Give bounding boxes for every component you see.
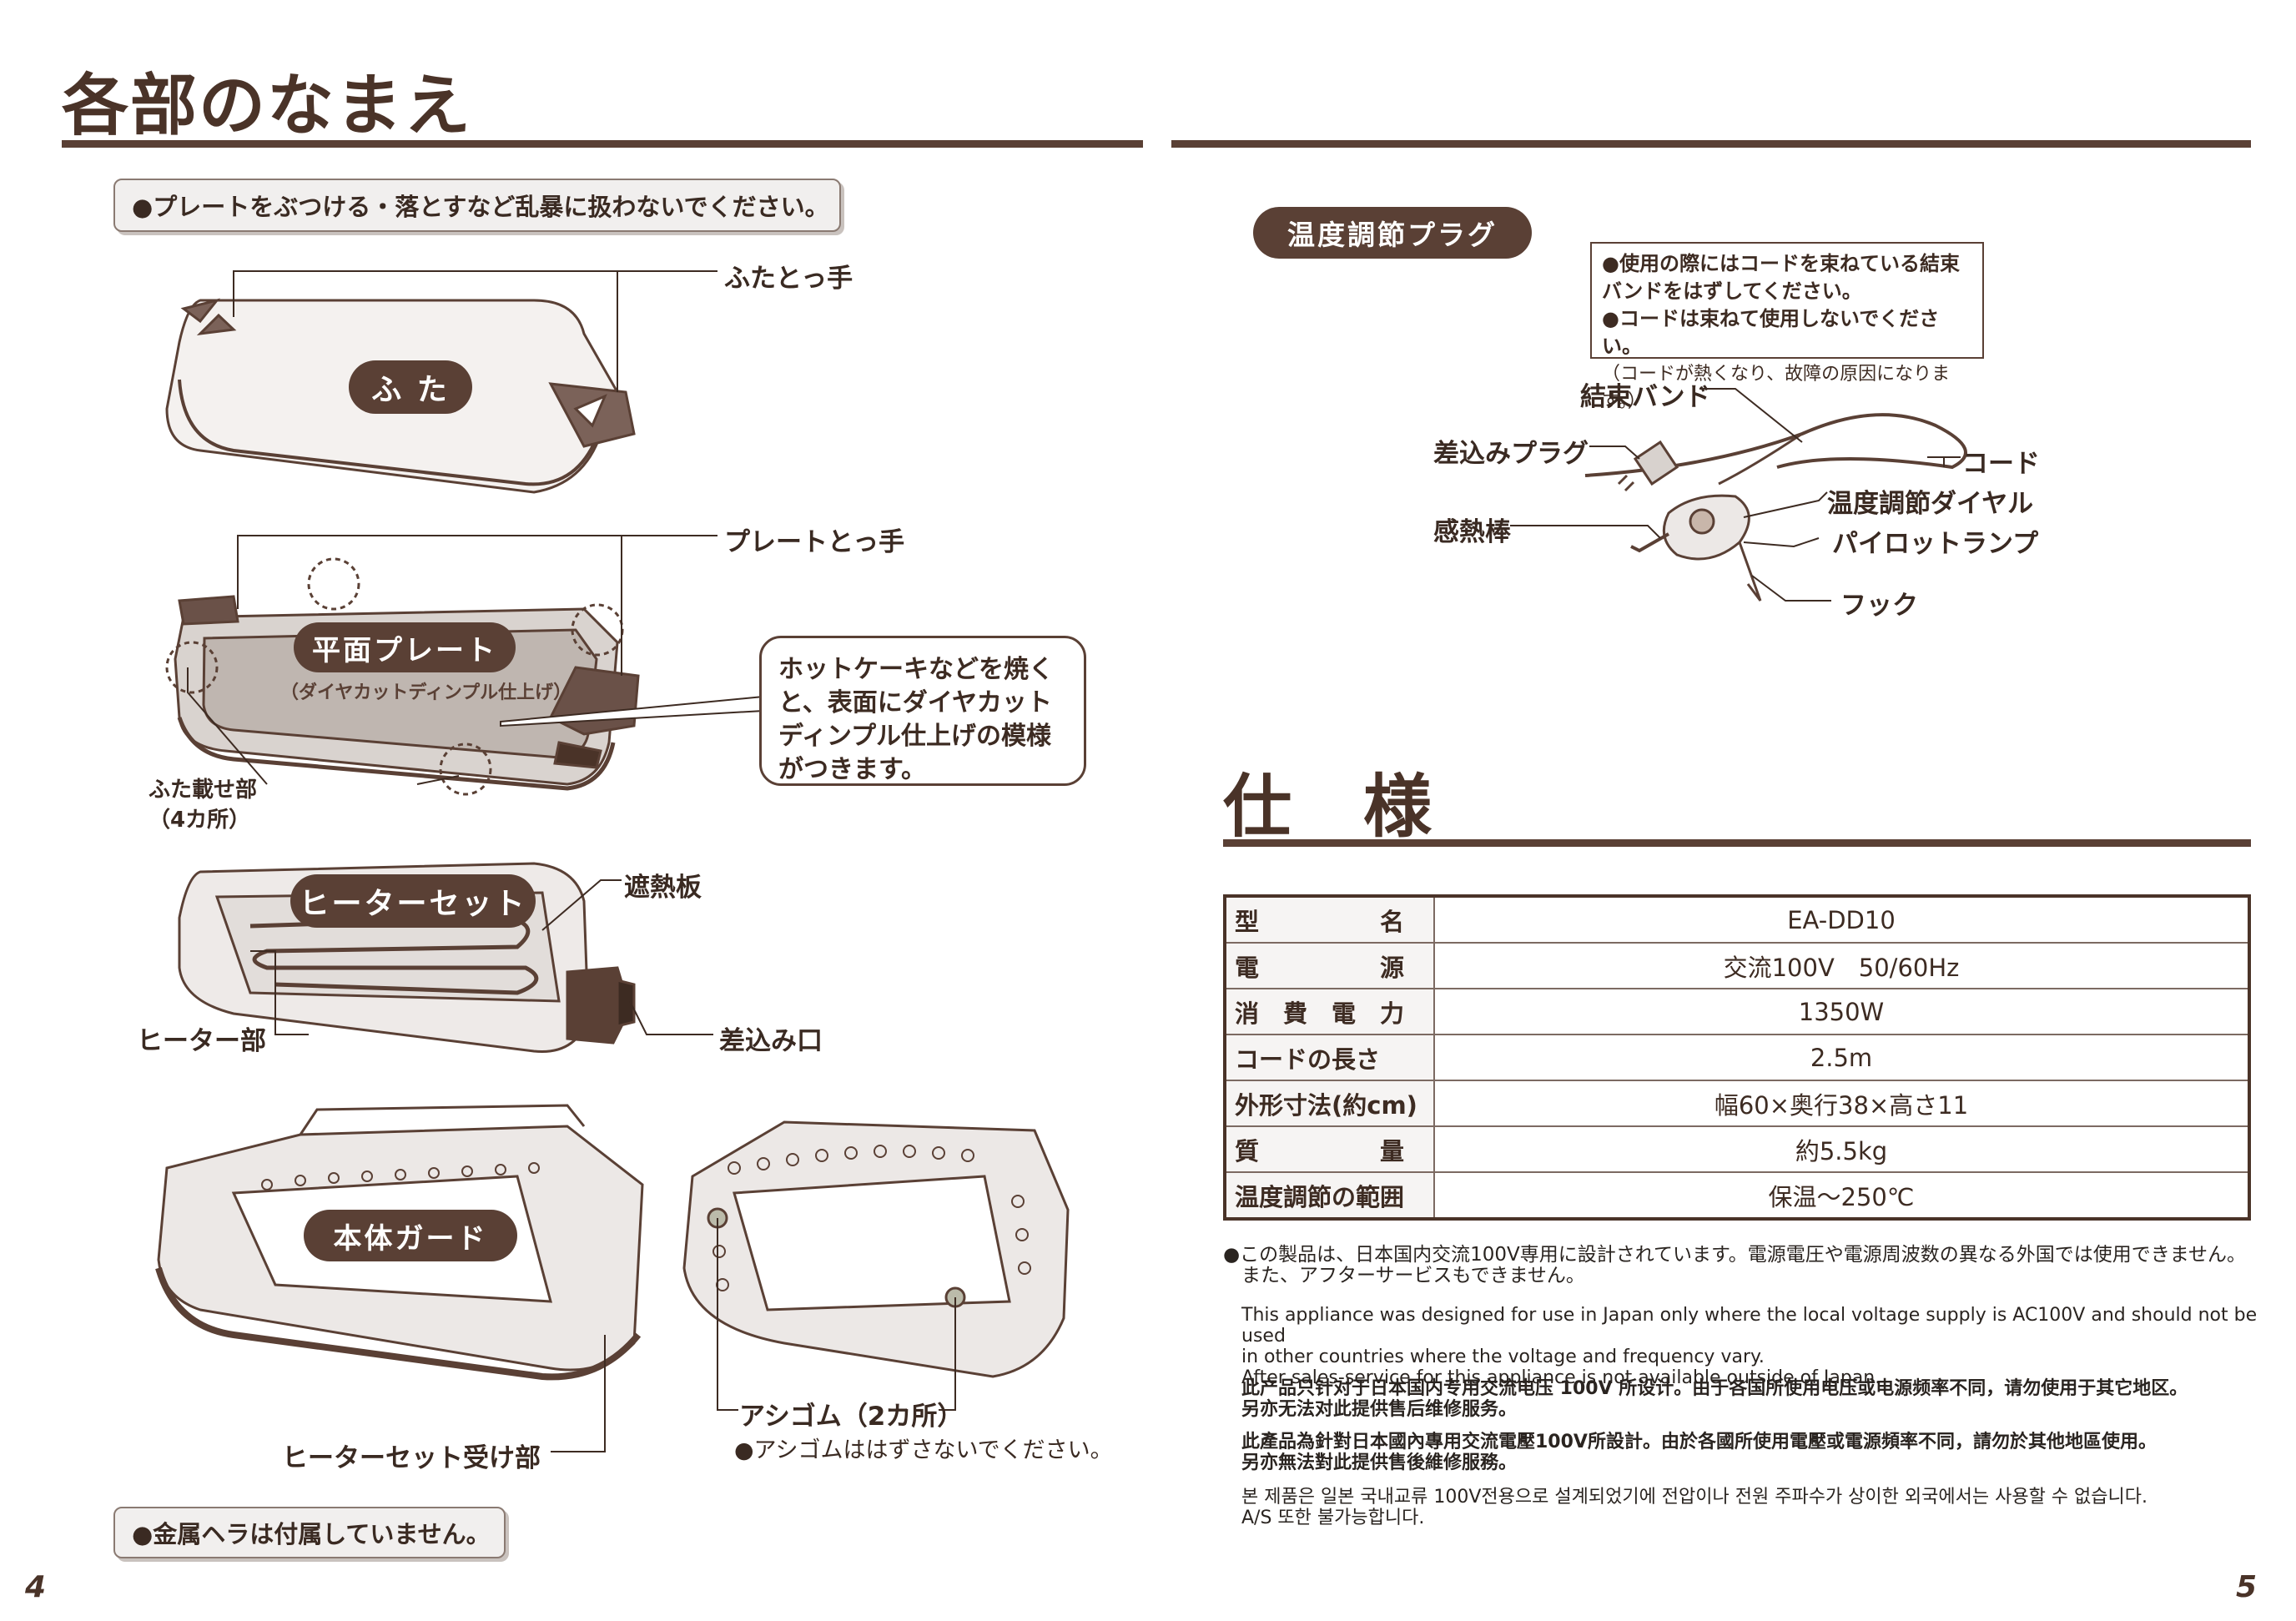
lid-pill: ふ た	[349, 360, 472, 414]
table-row: 外形寸法(約cm)幅60×奥行38×高さ11	[1224, 1080, 2250, 1127]
dial-label: 温度調節ダイヤル	[1827, 489, 2034, 519]
sensor-rod-label: 感熱棒	[1433, 517, 1511, 547]
spec-key: 電 源	[1224, 942, 1435, 989]
heat-shield-label: 遮熱板	[624, 873, 702, 903]
spec-value: EA-DD10	[1433, 895, 2250, 944]
guard-underside-illustration	[682, 1120, 1070, 1378]
spec-key: 消 費 電 力	[1224, 988, 1435, 1035]
ko-line-2: A/S 또한 불가능합니다.	[1241, 1508, 1425, 1528]
zh-s-line-1: 此产品只针对于日本国内专用交流电压 100V 所设计。由于各国所使用电压或电源频…	[1241, 1378, 2188, 1399]
spec-value: 1350W	[1433, 988, 2250, 1035]
dimple-callout: ホットケーキなどを焼くと、表面にダイヤカットディンプル仕上げの模様がつきます。	[759, 636, 1086, 786]
page-number-left: 4	[25, 1570, 47, 1604]
spec-key: コードの長さ	[1224, 1034, 1435, 1081]
spec-value: 保温〜250℃	[1433, 1171, 2250, 1220]
japan-only-note: ●この製品は、日本国内交流100V専用に設計されています。電源電圧や電源周波数の…	[1223, 1245, 2258, 1286]
lid-rest-count: （4カ所）	[149, 808, 251, 833]
cord-label: コード	[1962, 449, 2040, 479]
table-row: 電 源交流100V 50/60Hz	[1224, 942, 2250, 989]
inlet-label: 差込み口	[719, 1026, 823, 1056]
spec-heading-rule	[1223, 839, 2251, 847]
guard-pill: 本体ガード	[304, 1210, 517, 1261]
right-top-rule	[1171, 140, 2251, 148]
pilot-lamp-label: パイロットランプ	[1832, 529, 2039, 559]
table-row: 温度調節の範囲保温〜250℃	[1224, 1171, 2250, 1220]
ko-line-1: 본 제품은 일본 국내교류 100V전용으로 설계되었기에 전압이나 전원 주파…	[1241, 1487, 2147, 1508]
zh-s-line-2: 另亦无法对此提供售后维修服务。	[1241, 1399, 1518, 1420]
korean-note: 본 제품은 일본 국내교류 100V전용으로 설계되었기에 전압이나 전원 주파…	[1241, 1487, 2259, 1528]
spec-key: 温度調節の範囲	[1224, 1171, 1435, 1220]
english-line-2: in other countries where the voltage and…	[1241, 1347, 1765, 1367]
cord-caution-1: ●使用の際にはコードを束ねている結束バンドをはずしてください。	[1602, 252, 1960, 303]
left-heading: 各部のなまえ	[62, 67, 472, 144]
top-caution-note: ●プレートをぶつける・落とすなど乱暴に扱わないでください。	[113, 179, 841, 232]
english-line-1: This appliance was designed for use in J…	[1241, 1305, 2258, 1347]
spec-key: 質 量	[1224, 1125, 1435, 1173]
lid-handle-label: ふたとっ手	[724, 264, 853, 294]
english-line-3: After sales-service for this appliance i…	[1241, 1367, 1881, 1388]
spec-value: 幅60×奥行38×高さ11	[1433, 1080, 2250, 1127]
plate-pill: 平面プレート	[294, 622, 516, 672]
spec-key: 型 名	[1224, 895, 1435, 944]
bottom-note: ●金属ヘラは付属していません。	[113, 1507, 506, 1558]
rubber-feet-note: ●アシゴムははずさないでください。	[734, 1437, 1113, 1463]
plug-pill: 温度調節プラグ	[1253, 207, 1532, 259]
plug-label: 差込みプラグ	[1433, 439, 1589, 469]
simplified-chinese-note: 此产品只针对于日本国内专用交流电压 100V 所设计。由于各国所使用电压或电源频…	[1241, 1378, 2259, 1420]
hook-label: フック	[1840, 591, 1918, 621]
plate-handle-label: プレートとっ手	[724, 527, 905, 557]
japan-note-line-2: また、アフターサービスもできません。	[1241, 1265, 1585, 1286]
heater-pill: ヒーターセット	[290, 874, 536, 928]
lid-rest-label: ふた載せ部	[149, 778, 258, 803]
left-heading-rule	[62, 140, 1143, 148]
cord-caution-3: （コードが熱くなり、故障の原因になります。）	[1602, 364, 1951, 412]
spec-value: 約5.5kg	[1433, 1125, 2250, 1173]
rubber-feet-label: アシゴム（2カ所）	[739, 1402, 964, 1432]
lid-handle-leader	[233, 270, 718, 317]
spec-value: 交流100V 50/60Hz	[1433, 942, 2250, 989]
cord-caution-2: ●コードは束ねて使用しないでください。	[1602, 307, 1940, 358]
zh-t-line-1: 此產品為針對日本國內專用交流電壓100V所設計。由於各國所使用電壓或電源頻率不同…	[1241, 1432, 2157, 1452]
japan-note-line-1: ●この製品は、日本国内交流100V専用に設計されています。電源電圧や電源周波数の…	[1223, 1244, 2247, 1266]
spec-heading: 仕 様	[1223, 768, 1434, 847]
plate-finish-sub: （ダイヤカットディンプル仕上げ）	[280, 682, 572, 703]
band-label: 結束バンド	[1580, 382, 1711, 412]
heater-receiver-label: ヒーターセット受け部	[282, 1443, 541, 1473]
cord-caution-box: ●使用の際にはコードを束ねている結束バンドをはずしてください。 ●コードは束ねて…	[1590, 242, 1984, 412]
zh-t-line-2: 另亦無法對此提供售後維修服務。	[1241, 1452, 1518, 1473]
temperature-plug-illustration	[1584, 413, 1967, 602]
heater-part-label: ヒーター部	[137, 1026, 266, 1056]
traditional-chinese-note: 此產品為針對日本國內專用交流電壓100V所設計。由於各國所使用電壓或電源頻率不同…	[1241, 1432, 2259, 1473]
english-note: This appliance was designed for use in J…	[1241, 1305, 2259, 1388]
page-number-right: 5	[2236, 1570, 2258, 1604]
spec-key: 外形寸法(約cm)	[1224, 1080, 1435, 1127]
spec-value: 2.5m	[1433, 1034, 2250, 1081]
table-row: 質 量約5.5kg	[1224, 1125, 2250, 1173]
